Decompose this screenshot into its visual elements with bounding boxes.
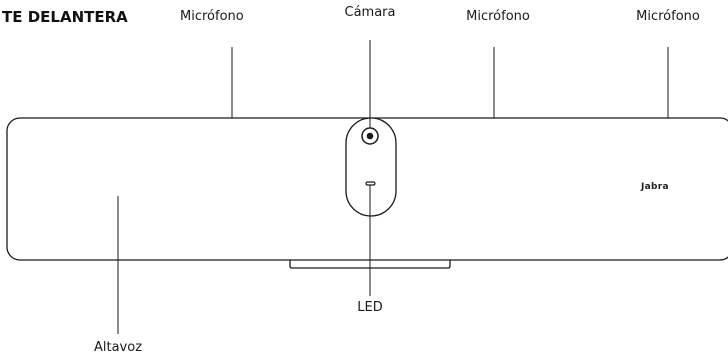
label-camera: Cámara xyxy=(344,5,396,20)
label-microphone-2: Micrófono xyxy=(466,9,530,24)
label-led: LED xyxy=(357,300,383,315)
label-microphone-3: Micrófono xyxy=(636,9,700,24)
label-microphone-1: Micrófono xyxy=(180,9,244,24)
camera-module xyxy=(345,117,397,217)
led-indicator xyxy=(365,181,376,186)
section-title: TE DELANTERA xyxy=(2,8,128,26)
label-speaker: Altavoz xyxy=(93,340,143,355)
camera-lens-inner xyxy=(366,132,374,140)
brand-logo-text: Jabra xyxy=(641,182,669,192)
